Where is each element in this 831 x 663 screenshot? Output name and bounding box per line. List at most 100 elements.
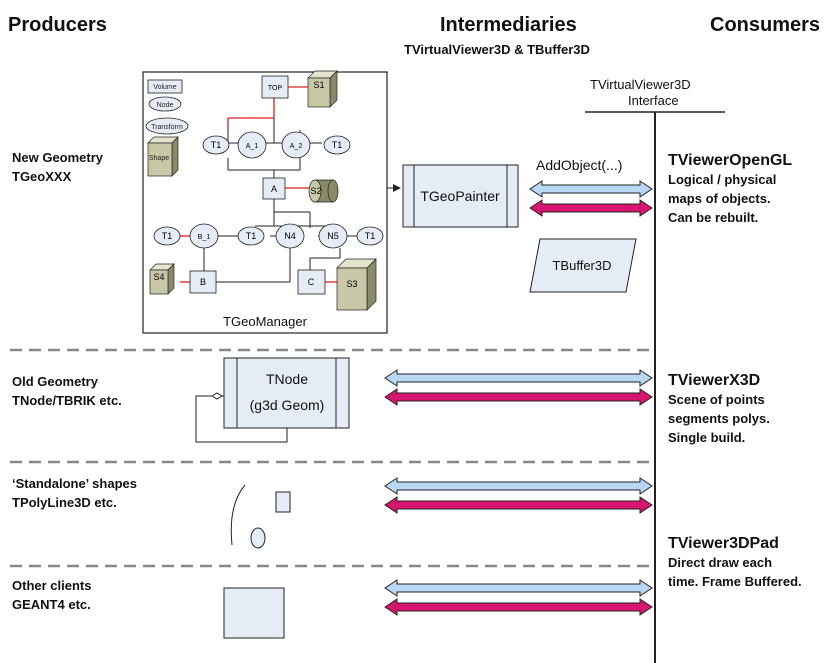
geo-a-volume: [262, 177, 286, 200]
viewer-opengl-desc-2: maps of objects.: [668, 191, 771, 206]
arrow-blue-2: [384, 369, 653, 387]
arrows: [384, 180, 653, 616]
legend-shape-cube: [147, 136, 179, 177]
viewer-x3d-desc-3: Single build.: [668, 430, 746, 445]
viewer-opengl-desc-3: Can be rebuilt.: [668, 210, 759, 225]
geo-a-text: A: [271, 184, 277, 194]
viewer-x3d: TViewerX3D Scene of points segments poly…: [668, 372, 770, 447]
producer-standalone-line2: TPolyLine3D etc.: [12, 495, 117, 510]
geo-t1-a-text: T1: [211, 140, 222, 150]
geo-n4-text: N4: [284, 231, 296, 241]
other-clients-box: [223, 587, 285, 639]
geo-s2-shape: [308, 179, 339, 203]
producer-other-clients-line2: GEANT4 etc.: [12, 597, 91, 612]
producer-old-geometry-line1: Old Geometry: [12, 374, 98, 389]
tnode-self-loop: [195, 395, 288, 443]
viewer-3dpad-name: TViewer3DPad: [668, 535, 779, 552]
geo-top-text: TOP: [268, 85, 283, 92]
producer-new-geometry-line1: New Geometry: [12, 150, 104, 165]
geo-a2-text: A_2: [290, 143, 303, 150]
geo-b-text: B: [200, 277, 206, 287]
arrow-magenta-1: [529, 199, 653, 217]
viewer-opengl-desc-1: Logical / physical: [668, 172, 777, 187]
geo-c-text: C: [308, 277, 315, 287]
geo-t1-e-text: T1: [365, 231, 376, 241]
geo-b1-node: [189, 223, 219, 249]
geo-painter-box: [402, 164, 519, 228]
producer-other-clients: Other clients GEANT4 etc.: [12, 576, 91, 614]
buffer3d-shape: [529, 238, 637, 293]
geo-c-volume: [297, 269, 326, 295]
viewer-3dpad: TViewer3DPad Direct draw each time. Fram…: [668, 535, 802, 591]
interface-label-line2: Interface: [628, 93, 679, 108]
arrow-magenta-3: [384, 496, 653, 514]
arrow-blue-1: [529, 180, 653, 198]
viewer-3dpad-desc-2: time. Frame Buffered.: [668, 574, 802, 589]
viewer-opengl-name: TViewerOpenGL: [668, 152, 793, 169]
producer-old-geometry: Old Geometry TNode/TBRIK etc.: [12, 372, 122, 410]
geo-n4-node: [275, 223, 305, 249]
consumers-header: Consumers: [710, 14, 821, 36]
legend-shape-text: Shape: [149, 155, 169, 162]
legend-transform-text: Transform: [151, 124, 183, 131]
arrow-blue-4: [384, 579, 653, 597]
geo-s1-text: S1: [313, 80, 324, 90]
tnode-text-1: TNode: [266, 371, 308, 387]
geo-n5-node: [318, 223, 348, 249]
arrow-blue-3: [384, 477, 653, 495]
legend-transform-ellipse: [145, 117, 189, 135]
add-object-label: AddObject(...): [536, 157, 623, 173]
geo-s2-text: S2: [310, 186, 321, 196]
producer-old-geometry-line2: TNode/TBRIK etc.: [12, 393, 122, 408]
producer-new-geometry-line2: TGeoXXX: [12, 169, 72, 184]
geo-s1-shape: [307, 70, 338, 108]
viewer-x3d-desc-2: segments polys.: [668, 411, 770, 426]
geo-b-volume: [189, 270, 217, 294]
producer-standalone: ‘Standalone’ shapes TPolyLine3D etc.: [12, 474, 137, 512]
geo-t1-d: [237, 226, 265, 246]
legend-node-text: Node: [157, 102, 174, 109]
standalone-arc: [230, 484, 246, 546]
geo-t1-c-text: T1: [162, 231, 173, 241]
tnode-text-2: (g3d Geom): [250, 397, 325, 413]
geo-s4-text: S4: [153, 272, 164, 282]
producer-other-clients-line1: Other clients: [12, 578, 92, 593]
geo-n5-text: N5: [327, 231, 339, 241]
arrow-magenta-2: [384, 388, 653, 406]
geo-b1-text: B_1: [198, 234, 211, 241]
geo-t1-e: [356, 226, 384, 246]
geo-t1-a: [202, 135, 230, 155]
viewer-3dpad-desc-1: Direct draw each: [668, 555, 773, 570]
legend-volume-box: [147, 79, 183, 94]
geo-t1-d-text: T1: [246, 231, 257, 241]
standalone-rect: [275, 491, 291, 513]
geo-a1-node: [237, 131, 267, 159]
producer-standalone-line1: ‘Standalone’ shapes: [12, 476, 137, 491]
geo-t1-c: [153, 226, 181, 246]
geo-s3-shape: [336, 258, 377, 311]
geo-t1-b-text: T1: [332, 140, 343, 150]
viewer-x3d-desc-1: Scene of points: [668, 392, 765, 407]
geo-s3-text: S3: [346, 279, 357, 289]
viewer-opengl: TViewerOpenGL Logical / physical maps of…: [668, 152, 792, 227]
tnode-box: [223, 357, 350, 429]
legend-volume-text: Volume: [153, 84, 176, 91]
producer-new-geometry: New Geometry TGeoXXX: [12, 148, 103, 186]
geo-t1-b: [323, 135, 351, 155]
legend-node-ellipse: [148, 96, 182, 112]
geo-s4-shape: [149, 263, 175, 295]
intermediaries-header: Intermediaries: [440, 14, 577, 36]
geo-painter-text: TGeoPainter: [420, 188, 500, 204]
buffer3d-text: TBuffer3D: [552, 258, 611, 273]
standalone-ellipse: [250, 527, 266, 549]
geo-a2-node: [281, 131, 311, 159]
geo-manager-title: TGeoManager: [223, 314, 307, 329]
geo-a1-text: A_1: [246, 143, 259, 150]
interface-label-line1: TVirtualViewer3D: [590, 77, 691, 92]
viewer-x3d-name: TViewerX3D: [668, 372, 761, 389]
arrow-magenta-4: [384, 598, 653, 616]
tnode-diamond: [211, 392, 223, 400]
intermediaries-subheader: TVirtualViewer3D & TBuffer3D: [404, 42, 590, 57]
producers-header: Producers: [8, 14, 107, 36]
